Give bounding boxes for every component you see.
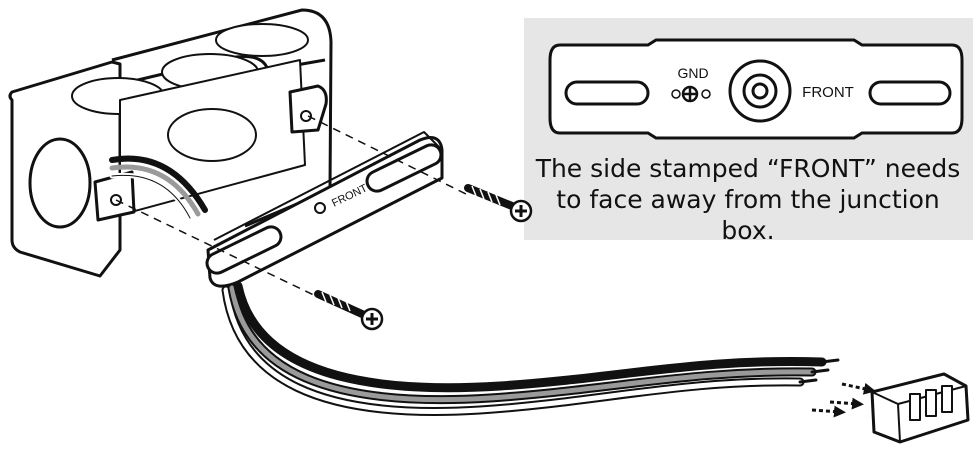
- front-orientation-callout: GND FRONT: [524, 18, 973, 240]
- screw-upper: [307, 115, 533, 223]
- mounting-bracket: [205, 131, 444, 288]
- note-line-2: to face away from the junction box.: [556, 185, 940, 245]
- gnd-label: GND: [677, 65, 708, 81]
- lead-wires: [221, 281, 840, 416]
- wire-black: [233, 281, 827, 393]
- ground-screw-icon: [671, 85, 711, 103]
- bracket-screw-hole: [314, 202, 326, 214]
- junction-box: [8, 8, 333, 278]
- bracket-slot-right: [365, 143, 443, 193]
- plate-slot-right: [868, 80, 952, 106]
- front-orientation-note: The side stamped “FRONT” needs to face a…: [528, 153, 968, 246]
- bracket-slot-left: [205, 225, 283, 275]
- knockout-back-wall: [167, 108, 257, 162]
- wire-connector: [870, 372, 970, 444]
- box-ear-right: [288, 84, 328, 134]
- knockout-left-end: [28, 137, 92, 229]
- insert-direction-arrows: [811, 382, 876, 418]
- center-knockout-icon: [728, 59, 792, 123]
- knockout-top-3: [215, 23, 309, 57]
- screw-lower: [115, 199, 384, 331]
- note-line-1: The side stamped “FRONT” needs: [535, 154, 961, 183]
- wires-inside-box: [109, 155, 208, 221]
- plate-slot-left: [564, 80, 650, 106]
- plate-front-label: FRONT: [802, 84, 854, 101]
